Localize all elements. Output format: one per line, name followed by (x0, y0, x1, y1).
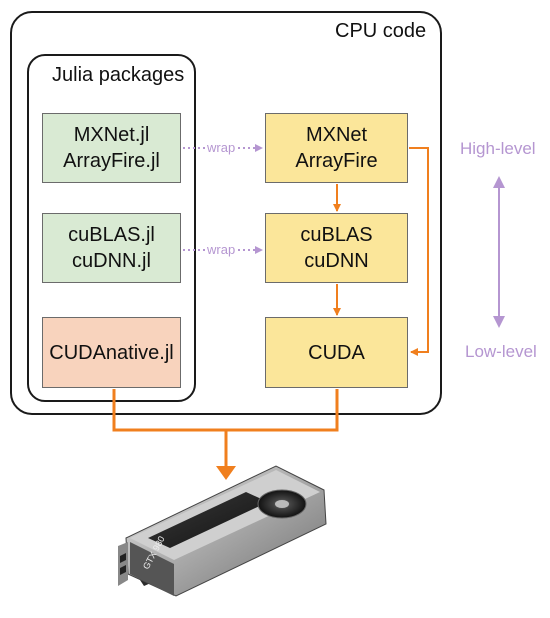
box-line: CUDA (308, 341, 365, 364)
wrap-label-top: wrap (205, 140, 238, 155)
gpu-card-image: GTX 980 (118, 465, 327, 597)
box-line: cuDNN.jl (72, 250, 151, 272)
cpu-code-label: CPU code (335, 20, 427, 42)
mxnet-arrayfire-jl-box: MXNet.jl ArrayFire.jl (42, 113, 181, 183)
gpu-merge-line (112, 389, 339, 432)
box-line: ArrayFire.jl (63, 150, 160, 172)
box-line: MXNet.jl (73, 124, 150, 146)
box-line: cuBLAS (300, 224, 373, 246)
box-line: cuBLAS.jl (68, 224, 155, 246)
arrow-to-gpu-head (216, 466, 236, 480)
julia-packages-frame (27, 54, 196, 402)
wrap-label-middle: wrap (205, 242, 238, 257)
arrow-mxnet-to-cuda (409, 147, 429, 356)
cublas-cudnn-box: cuBLAS cuDNN (265, 213, 408, 283)
box-line: cuDNN (304, 250, 369, 272)
box-line: MXNet (305, 124, 368, 146)
box-line: CUDAnative.jl (49, 341, 174, 364)
cuda-box: CUDA (265, 317, 408, 388)
low-level-label: Low-level (465, 342, 537, 361)
level-arrow-down-head (493, 316, 505, 328)
cudanative-jl-box: CUDAnative.jl (42, 317, 181, 388)
high-level-label: High-level (460, 139, 536, 158)
cublas-cudnn-jl-box: cuBLAS.jl cuDNN.jl (42, 213, 181, 283)
cpu-code-frame (10, 11, 442, 415)
level-arrow-up-head (493, 176, 505, 188)
box-line: ArrayFire (295, 150, 378, 172)
julia-packages-label: Julia packages (52, 64, 185, 86)
mxnet-arrayfire-box: MXNet ArrayFire (265, 113, 408, 183)
